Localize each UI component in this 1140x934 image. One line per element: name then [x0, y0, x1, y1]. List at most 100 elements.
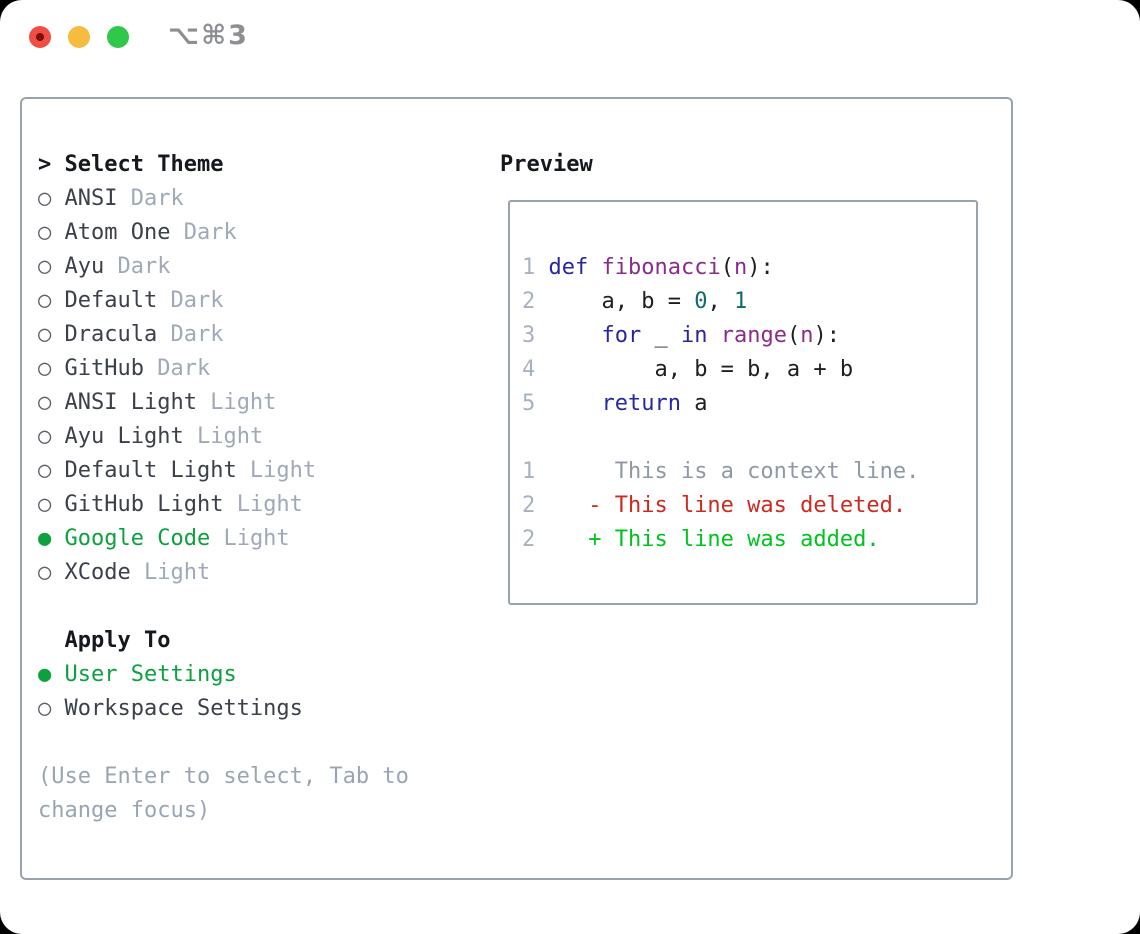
code-token-ln: 1 — [522, 459, 536, 484]
code-token-ln: 1 — [522, 255, 549, 280]
preview-title: Preview — [500, 152, 593, 177]
code-token-pl — [549, 391, 602, 416]
theme-name: Default — [64, 288, 158, 313]
code-token-fn: n — [733, 255, 748, 280]
theme-variant: Dark — [104, 254, 171, 279]
theme-option-xcode-light[interactable]: ○ XCode Light — [38, 556, 409, 590]
theme-variant: Dark — [117, 186, 184, 211]
apply-to-header: Apply To — [38, 624, 409, 658]
radio-unselected-icon: ○ — [38, 492, 65, 517]
apply-to-list: ● User Settings○ Workspace Settings — [38, 658, 409, 726]
theme-name: Default Light — [64, 458, 237, 483]
apply-option-workspace-settings[interactable]: ○ Workspace Settings — [38, 692, 409, 726]
code-token-pl: ( — [720, 255, 734, 280]
code-token-ctx: This is a context line. — [535, 459, 920, 484]
radio-unselected-icon: ○ — [38, 696, 65, 721]
theme-variant: Dark — [157, 288, 224, 313]
code-token-kw: def — [548, 255, 602, 280]
preview-box: 1 def fibonacci(n): 2 a, b = 0, 1 3 for … — [508, 200, 978, 605]
code-preview: 1 def fibonacci(n): 2 a, b = 0, 1 3 for … — [510, 202, 976, 557]
theme-name: ANSI Light — [64, 390, 197, 415]
theme-variant: Light — [130, 560, 211, 585]
radio-unselected-icon: ○ — [38, 424, 65, 449]
theme-name: GitHub Light — [64, 492, 224, 517]
theme-option-ansi-light-light[interactable]: ○ ANSI Light Light — [38, 386, 409, 420]
theme-option-default-dark[interactable]: ○ Default Dark — [38, 284, 409, 318]
radio-unselected-icon: ○ — [38, 288, 65, 313]
code-token-pl: a, b = — [548, 289, 695, 314]
radio-unselected-icon: ○ — [38, 560, 65, 585]
code-line: 5 return a — [522, 391, 707, 416]
theme-variant: Dark — [170, 220, 237, 245]
radio-unselected-icon: ○ — [38, 186, 65, 211]
spacer — [38, 590, 409, 624]
hint-text-line-2: change focus) — [38, 798, 211, 823]
radio-unselected-icon: ○ — [38, 390, 65, 415]
code-token-ln: 2 — [522, 493, 536, 518]
radio-unselected-icon: ○ — [38, 220, 65, 245]
code-token-num: 1 — [733, 289, 748, 314]
code-line: 3 for _ in range(n): — [522, 323, 840, 348]
theme-name: Ayu Light — [64, 424, 184, 449]
spacer — [38, 726, 409, 760]
theme-name: ANSI — [64, 186, 118, 211]
apply-option-user-settings[interactable]: ● User Settings — [38, 658, 409, 692]
theme-option-default-light-light[interactable]: ○ Default Light Light — [38, 454, 409, 488]
theme-variant: Light — [210, 526, 290, 551]
code-token-kw: return — [601, 391, 681, 416]
theme-option-ayu-light-light[interactable]: ○ Ayu Light Light — [38, 420, 409, 454]
code-token-fn: n — [800, 323, 814, 348]
code-token-ln: 2 — [522, 527, 536, 552]
apply-option-label: User Settings — [64, 662, 237, 687]
focus-caret: > — [38, 152, 65, 177]
theme-option-ansi-dark[interactable]: ○ ANSI Dark — [38, 182, 409, 216]
code-token-fn: range — [720, 323, 787, 348]
diff-added-line: 2 + This line was added. — [522, 527, 880, 552]
radio-unselected-icon: ○ — [38, 322, 65, 347]
code-token-ln: 3 — [522, 323, 549, 348]
close-dot-icon — [36, 33, 44, 41]
theme-variant: Dark — [143, 356, 211, 381]
theme-name: Dracula — [64, 322, 158, 347]
code-token-pl — [707, 323, 720, 348]
theme-variant: Light — [223, 492, 303, 517]
diff-context-line: 1 This is a context line. — [522, 459, 919, 484]
titlebar — [29, 26, 129, 48]
code-token-pl: ( — [786, 323, 801, 348]
code-token-ln: 5 — [522, 391, 549, 416]
radio-unselected-icon: ○ — [38, 458, 65, 483]
code-token-ln: 4 — [522, 357, 549, 382]
code-token-pl: ): — [813, 323, 840, 348]
code-token-pl: a, b = b, a + b — [548, 357, 854, 382]
code-token-pl: a — [680, 391, 708, 416]
select-theme-header: > Select Theme — [38, 148, 409, 182]
theme-option-github-light-light[interactable]: ○ GitHub Light Light — [38, 488, 409, 522]
theme-name: Google Code — [64, 526, 211, 551]
code-token-pl: _ — [641, 323, 681, 348]
theme-option-atom-one-dark[interactable]: ○ Atom One Dark — [38, 216, 409, 250]
close-button[interactable] — [29, 26, 51, 48]
zoom-button[interactable] — [107, 26, 129, 48]
theme-option-ayu-dark[interactable]: ○ Ayu Dark — [38, 250, 409, 284]
code-token-del: - This line was deleted. — [535, 493, 907, 518]
code-line: 2 a, b = 0, 1 — [522, 289, 747, 314]
apply-option-label: Workspace Settings — [64, 696, 303, 721]
preview-header: Preview — [500, 148, 593, 182]
select-theme-title: Select Theme — [64, 152, 224, 177]
code-token-add: + This line was added. — [535, 527, 880, 552]
code-token-pl — [549, 323, 602, 348]
diff-deleted-line: 2 - This line was deleted. — [522, 493, 906, 518]
minimize-button[interactable] — [68, 26, 90, 48]
theme-variant: Light — [236, 458, 317, 483]
theme-variant: Light — [183, 424, 264, 449]
theme-option-github-dark[interactable]: ○ GitHub Dark — [38, 352, 409, 386]
apply-to-title: Apply To — [64, 628, 171, 653]
theme-option-dracula-dark[interactable]: ○ Dracula Dark — [38, 318, 409, 352]
code-token-pl: ): — [747, 255, 774, 280]
code-line: 4 a, b = b, a + b — [522, 357, 853, 382]
theme-name: Atom One — [64, 220, 171, 245]
code-token-kw: for — [601, 323, 642, 348]
theme-option-google-code-light[interactable]: ● Google Code Light — [38, 522, 409, 556]
code-token-fn: fibonacci — [601, 255, 721, 280]
